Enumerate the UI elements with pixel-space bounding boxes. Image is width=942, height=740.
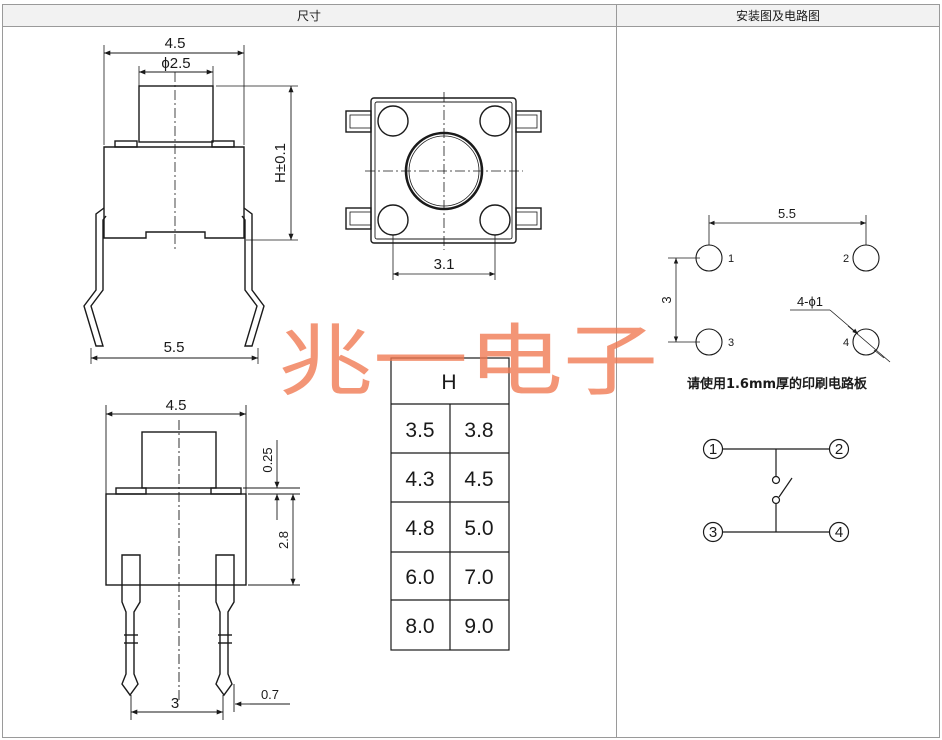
pcb-thickness-note: 请使用1.6mm厚的印刷电路板: [687, 376, 868, 392]
h-table-cell: 4.3: [405, 468, 434, 491]
front-width-label: 4.5: [165, 35, 186, 52]
pin-width-label: 0.7: [261, 687, 279, 702]
pcb-pitch-y-label: 3: [659, 296, 674, 303]
h-table-cell: 8.0: [405, 615, 434, 638]
h-table-title: H: [441, 371, 456, 394]
mounting-header: 安装图及电路图: [736, 8, 820, 23]
side-view-dim-lines: [105, 405, 300, 720]
pcb-layout-drawing: [695, 244, 880, 356]
h-table-cell: 3.5: [405, 419, 434, 442]
top-view-centerlines: [365, 92, 523, 280]
dimensions-header: 尺寸: [297, 9, 321, 23]
side-view-drawing: [105, 431, 247, 697]
front-view-drawing: [83, 85, 265, 347]
circuit-terminal: 3: [709, 524, 717, 541]
circuit-diagram: [702, 438, 850, 543]
top-view-drawing: [345, 97, 542, 244]
h-table-cell: 4.5: [464, 468, 493, 491]
body-height-label: 2.8: [276, 531, 291, 549]
plunger-diameter-label: ϕ2.5: [161, 55, 190, 72]
pcb-pin-number: 4: [843, 337, 849, 349]
pcb-dim-lines: [668, 215, 891, 363]
header-bg-left: [3, 5, 616, 26]
front-pitch-label: 5.5: [164, 339, 185, 356]
pcb-pin-number: 2: [843, 253, 849, 265]
front-view-dim-lines: [91, 50, 294, 361]
height-label: H±0.1: [272, 143, 289, 183]
h-table-cell: 9.0: [464, 615, 493, 638]
watermark-text: 兆一电子: [278, 317, 658, 407]
circuit-terminal: 4: [835, 524, 843, 541]
pcb-pitch-x-label: 5.5: [778, 206, 796, 221]
top-spacing-label: 3.1: [434, 256, 455, 273]
h-table-cell: 7.0: [464, 566, 493, 589]
side-pitch-label: 3: [171, 695, 179, 712]
h-table-grid: [390, 357, 510, 651]
table-frame: [2, 4, 940, 738]
h-table-cell: 4.8: [405, 517, 434, 540]
h-table-cell: 5.0: [464, 517, 493, 540]
gap-label: 0.25: [260, 447, 275, 472]
pcb-pin-number: 1: [728, 253, 734, 265]
h-table-cell: 6.0: [405, 566, 434, 589]
pcb-hole-label: 4-ϕ1: [797, 294, 823, 309]
side-width-label: 4.5: [166, 397, 187, 414]
h-table-cell: 3.8: [464, 419, 493, 442]
circuit-terminal: 1: [709, 441, 717, 458]
pcb-pin-number: 3: [728, 337, 734, 349]
circuit-terminal: 2: [835, 441, 843, 458]
front-view-centerlines: [90, 45, 298, 364]
header-bg-right: [617, 5, 939, 26]
